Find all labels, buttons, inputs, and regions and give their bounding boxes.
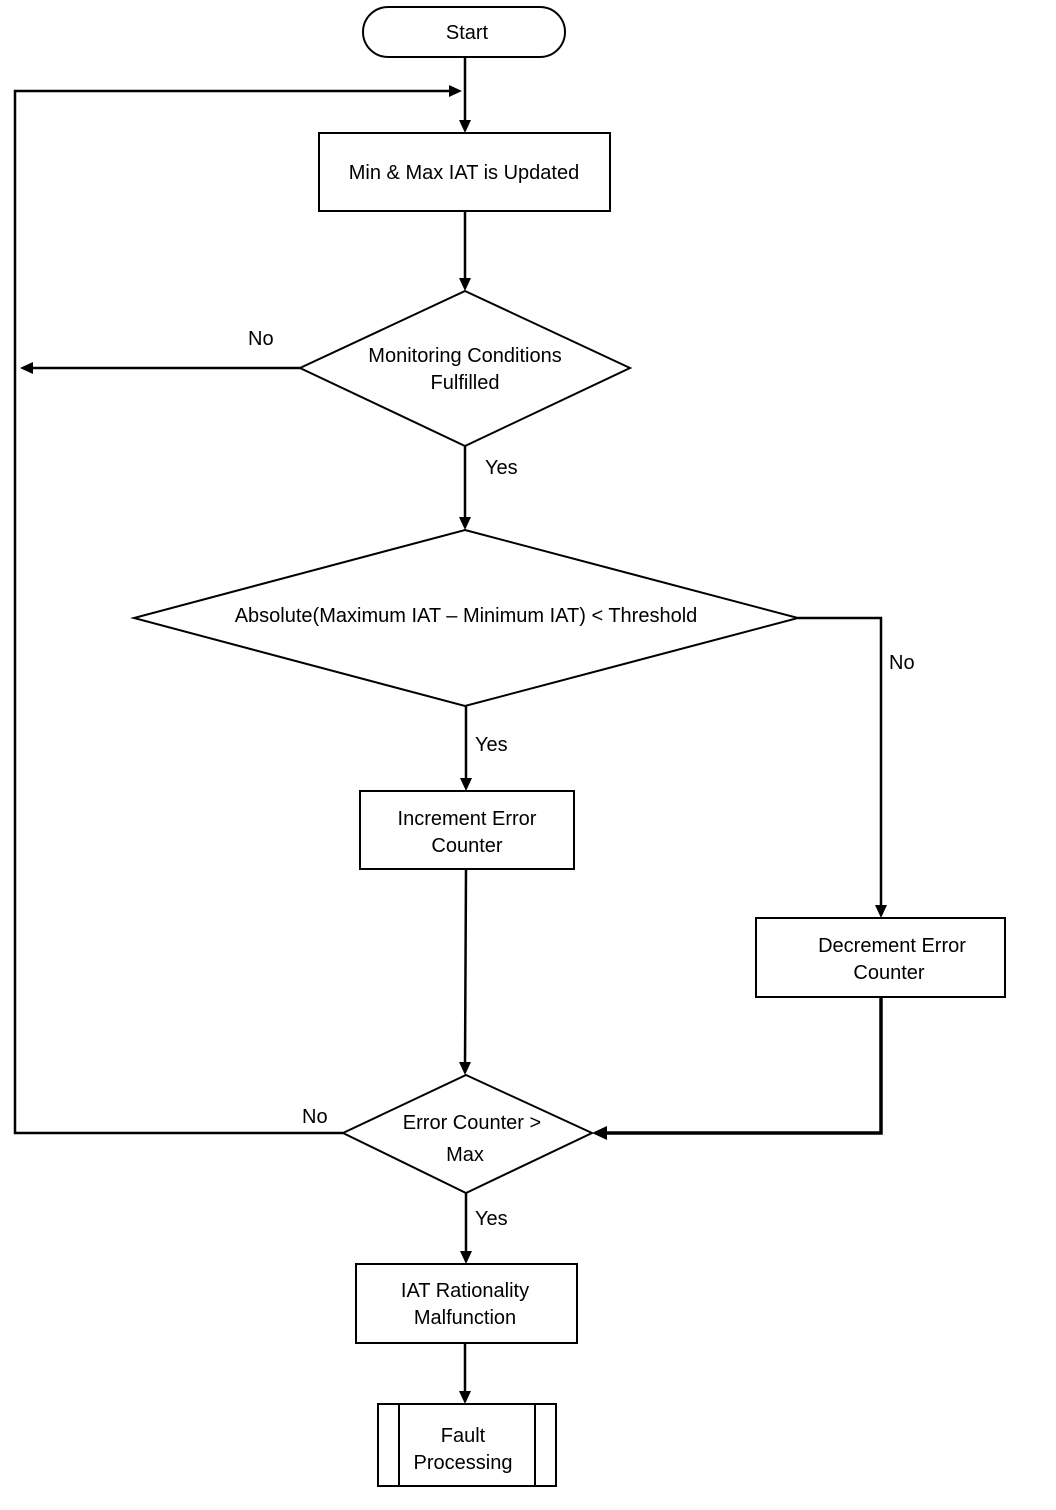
node-fault: Fault Processing (377, 1403, 557, 1487)
node-absolute-label: Absolute(Maximum IAT – Minimum IAT) < Th… (235, 605, 698, 627)
node-start: Start (362, 6, 566, 58)
arrowhead-down (459, 120, 471, 133)
node-absolute-decision: Absolute(Maximum IAT – Minimum IAT) < Th… (130, 528, 802, 708)
node-start-label: Start (446, 22, 489, 44)
edge-increment-to-error (463, 868, 468, 1067)
arrowhead-right (449, 85, 462, 97)
node-update: Min & Max IAT is Updated (318, 132, 611, 212)
node-monitor-line2: Fulfilled (431, 372, 500, 394)
edge-label-monitor-yes: Yes (485, 457, 518, 479)
node-malfunction-line1: IAT Rationality (401, 1280, 529, 1302)
edge-label-error-no: No (302, 1106, 328, 1128)
edge-error-no-loop (13, 89, 452, 1135)
arrowhead-down (459, 517, 471, 530)
arrowhead-left (20, 362, 33, 374)
node-monitor-line1: Monitoring Conditions (368, 345, 561, 367)
edge-absolute-no (798, 616, 883, 908)
arrowhead-left (592, 1126, 607, 1140)
node-increment-line1: Increment Error (398, 808, 537, 830)
node-fault-line2: Processing (414, 1452, 513, 1474)
node-increment-line2: Counter (431, 835, 502, 857)
edge-label-absolute-yes: Yes (475, 734, 508, 756)
node-fault-line1: Fault (441, 1425, 486, 1447)
edge-decrement-to-error (606, 997, 883, 1135)
node-error-line2: Max (446, 1144, 484, 1166)
node-monitor-decision: Monitoring Conditions Fulfilled (297, 289, 633, 448)
node-error-line1: Error Counter > (403, 1112, 541, 1134)
arrowhead-down (875, 905, 887, 918)
edge-label-absolute-no: No (889, 652, 915, 674)
node-update-label: Min & Max IAT is Updated (349, 162, 579, 184)
arrowhead-down (460, 778, 472, 791)
node-malfunction-line2: Malfunction (414, 1307, 516, 1329)
node-malfunction: IAT Rationality Malfunction (355, 1263, 578, 1344)
node-error-decision: Error Counter > Max (340, 1073, 595, 1195)
node-decrement-line2: Counter (853, 962, 924, 984)
edge-label-monitor-no: No (248, 328, 274, 350)
node-increment: Increment Error Counter (359, 790, 575, 870)
edge-label-error-yes: Yes (475, 1208, 508, 1230)
arrowhead-down (460, 1251, 472, 1264)
node-decrement-line1: Decrement Error (818, 935, 966, 957)
arrowhead-down (459, 1062, 471, 1075)
arrowhead-down (459, 278, 471, 291)
arrowhead-down (459, 1391, 471, 1404)
node-decrement: Decrement Error Counter (755, 917, 1006, 998)
